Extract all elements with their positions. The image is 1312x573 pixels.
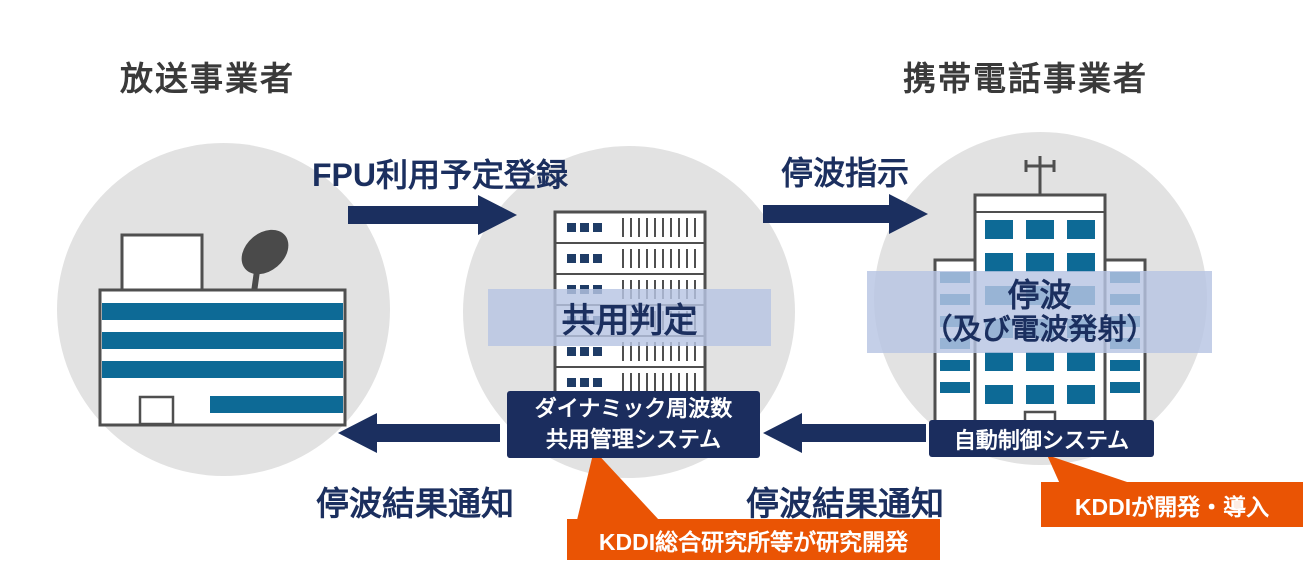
mobile-operator-heading: 携帯電話事業者 [903, 60, 1148, 97]
stop-banner-line2: （及び電波発射） [923, 313, 1156, 346]
judgement-banner-label: 共用判定 [561, 302, 698, 340]
broadcast-building-icon [98, 229, 347, 427]
dfs-system-badge: ダイナミック周波数 共用管理システム [507, 391, 760, 458]
stop-banner-line1: 停波 [1007, 276, 1072, 313]
research-callout: KDDI総合研究所等が研究開発 [567, 519, 940, 560]
satellite-dish-icon [241, 229, 289, 292]
label-fpu-register: FPU利用予定登録 [311, 157, 568, 193]
stop-banner: 停波 （及び電波発射） [867, 271, 1212, 353]
arrow-result-notice-left [338, 413, 500, 453]
roof-box [120, 233, 204, 292]
building-stripe [102, 303, 343, 320]
dfs-system-line1: ダイナミック周波数 [534, 395, 733, 421]
label-result-notice-right: 停波結果通知 [746, 485, 944, 522]
building-stripe [210, 396, 343, 413]
door [138, 395, 175, 426]
judgement-banner: 共用判定 [488, 289, 771, 346]
deploy-callout: KDDIが開発・導入 [1041, 482, 1303, 527]
auto-control-badge: 自動制御システム [929, 420, 1154, 457]
label-result-notice-left: 停波結果通知 [316, 485, 514, 522]
broadcaster-heading: 放送事業者 [120, 60, 295, 97]
antenna-icon [1024, 156, 1056, 196]
dfs-system-line2: 共用管理システム [545, 426, 722, 452]
building-stripe [102, 332, 343, 349]
arrow-result-notice-right [763, 413, 926, 453]
label-stop-instruction: 停波指示 [780, 155, 909, 191]
building-stripe [102, 361, 343, 378]
